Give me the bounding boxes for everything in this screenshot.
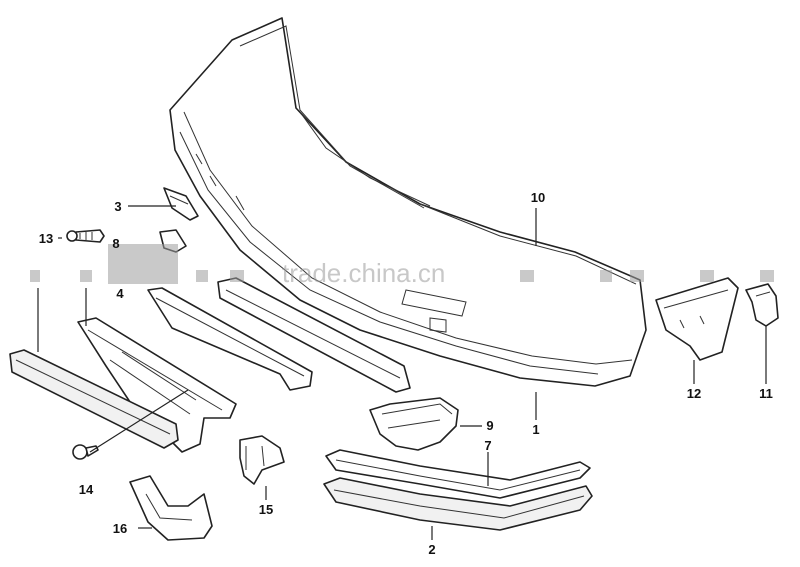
callout-3: 3	[114, 199, 121, 214]
callout-14: 14	[79, 482, 94, 497]
callout-1: 1	[532, 422, 539, 437]
callout-15: 15	[259, 502, 273, 517]
trim-molding-upper	[325, 449, 591, 499]
callout-12: 12	[687, 386, 701, 401]
bumper-cover	[169, 17, 647, 387]
sensor-bracket	[239, 435, 285, 485]
watermark-band	[30, 244, 774, 284]
trim-molding-lower	[323, 477, 593, 531]
air-guide	[369, 397, 459, 451]
callout-11: 11	[759, 386, 773, 401]
mounting-clip	[163, 187, 199, 221]
side-bracket	[655, 277, 739, 361]
callout-4: 4	[116, 286, 124, 301]
bolt	[66, 229, 105, 243]
callout-9: 9	[486, 418, 493, 433]
watermark-text: trade.china.cn	[282, 258, 445, 288]
callout-16: 16	[113, 521, 127, 536]
callout-13: 13	[39, 231, 53, 246]
leader-lines	[37, 205, 767, 540]
side-clip	[745, 283, 779, 327]
push-rivet	[72, 444, 99, 460]
callout-10: 10	[531, 190, 545, 205]
callout-2: 2	[428, 542, 435, 557]
air-duct	[129, 475, 213, 541]
grille-panel	[147, 287, 313, 391]
callout-8: 8	[112, 236, 119, 251]
callout-7: 7	[484, 438, 491, 453]
